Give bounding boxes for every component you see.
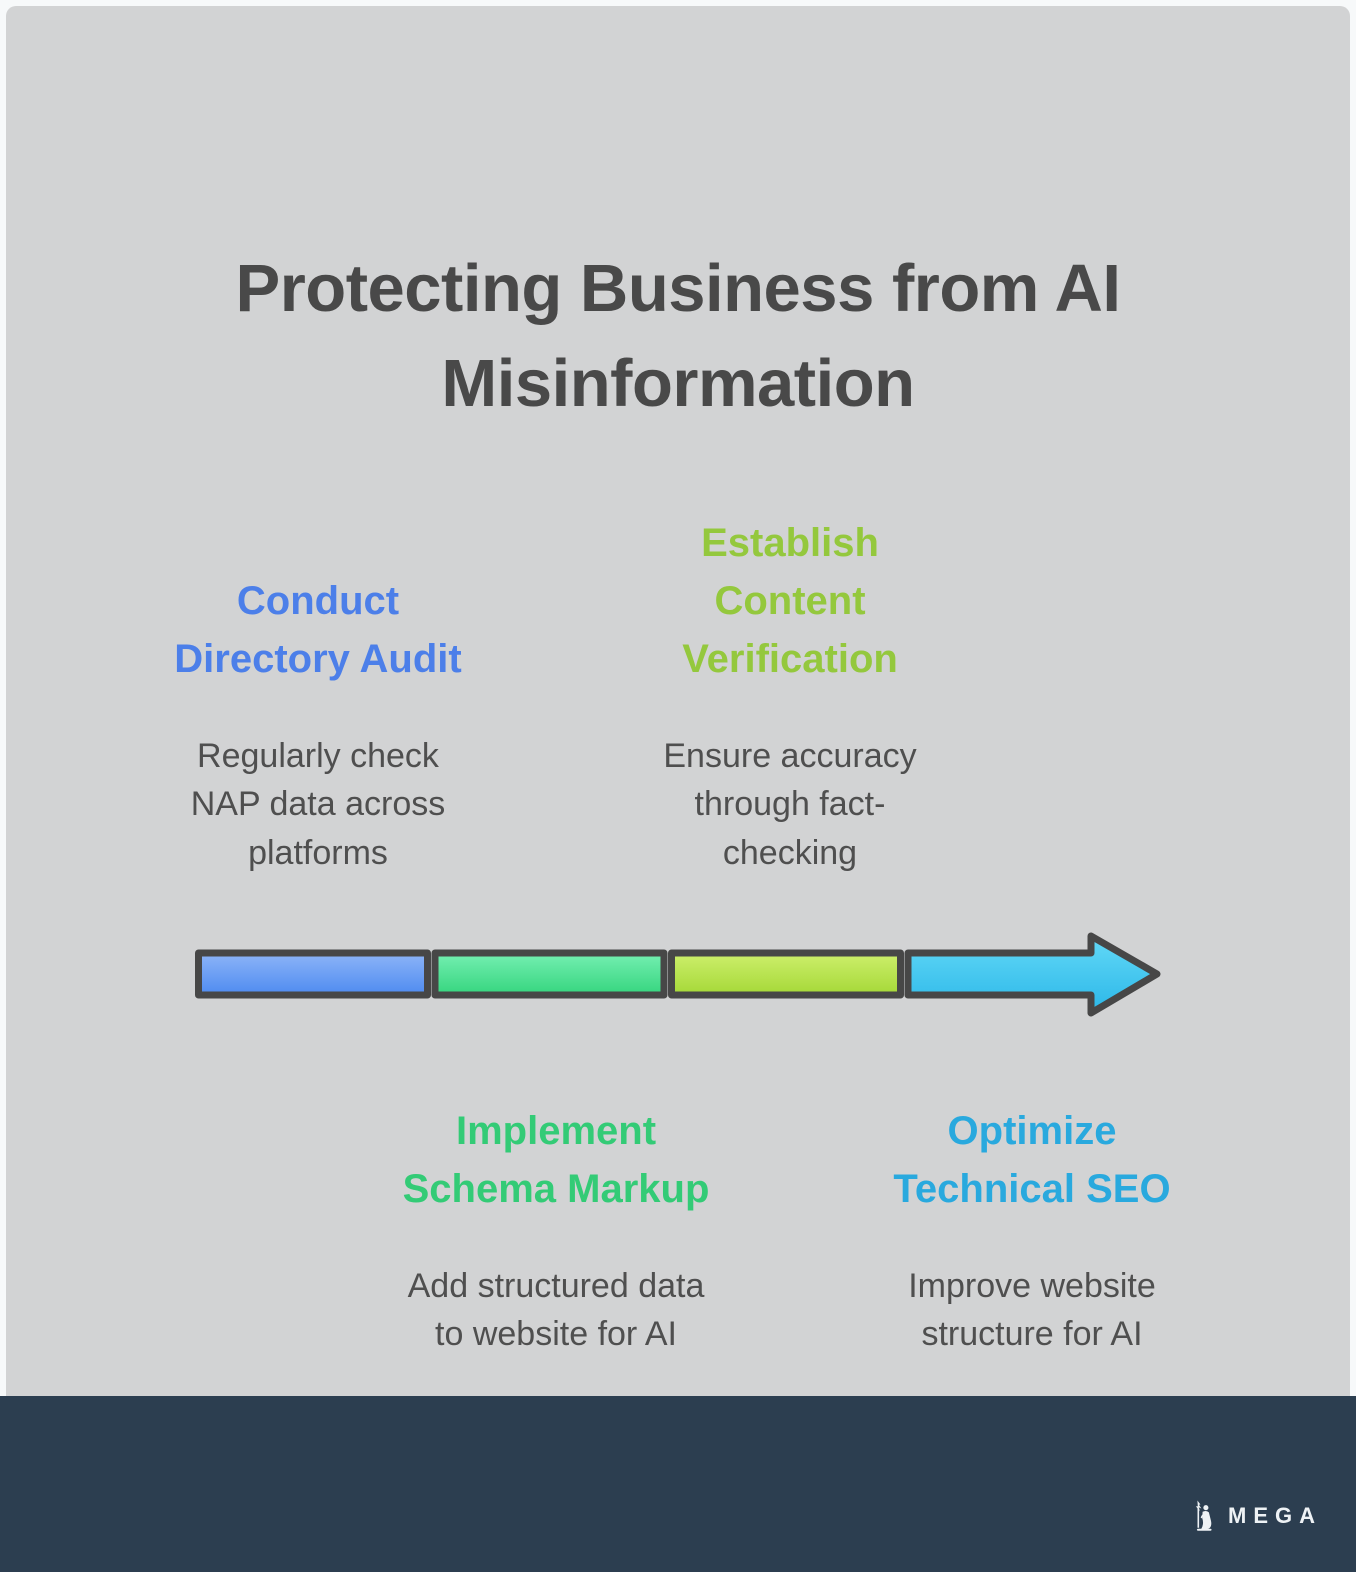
step-description: Regularly check NAP data across platform… [190, 737, 446, 872]
brand-logo: MEGA [1191, 1500, 1322, 1532]
step-establish-content-verification: Establish Content Verification Ensure ac… [590, 514, 990, 877]
brand-wordmark: MEGA [1228, 1503, 1322, 1528]
process-arrow [190, 924, 1170, 1024]
step-description: Improve website structure for AI [908, 1267, 1156, 1354]
step-conduct-directory-audit: Conduct Directory Audit Regularly check … [118, 572, 518, 877]
step-heading: Establish Content Verification [682, 521, 898, 681]
step-implement-schema-markup: Implement Schema Markup Add structured d… [356, 1102, 756, 1359]
mega-statue-icon [1195, 1500, 1212, 1531]
step-optimize-technical-seo: Optimize Technical SEO Improve website s… [832, 1102, 1232, 1359]
step-heading: Conduct Directory Audit [174, 579, 462, 681]
step-heading: Implement Schema Markup [402, 1109, 710, 1211]
process-arrow-graphic [195, 932, 1161, 1017]
arrow-segment-3 [668, 949, 904, 999]
arrow-segment-2 [431, 949, 668, 999]
step-description: Ensure accuracy through fact- checking [663, 737, 917, 872]
step-description: Add structured data to website for AI [407, 1267, 705, 1354]
step-heading: Optimize Technical SEO [893, 1109, 1171, 1211]
page-title: Protecting Business from AI Misinformati… [235, 250, 1121, 421]
arrow-head-segment-4 [904, 932, 1161, 1017]
footer-bar: MEGA [0, 1396, 1356, 1572]
arrow-segment-1 [195, 949, 431, 999]
infographic-canvas [6, 6, 1350, 1396]
